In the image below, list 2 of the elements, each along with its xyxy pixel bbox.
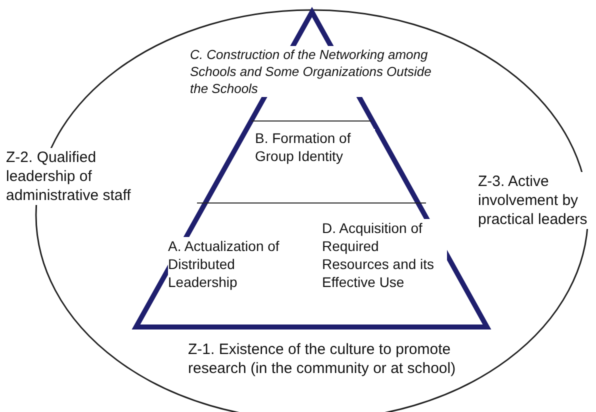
- region-label: B. Formation of Group Identity: [255, 129, 375, 165]
- outer-factor-label: Z-1. Existence of the culture to promote research (in the community or at school): [188, 340, 456, 378]
